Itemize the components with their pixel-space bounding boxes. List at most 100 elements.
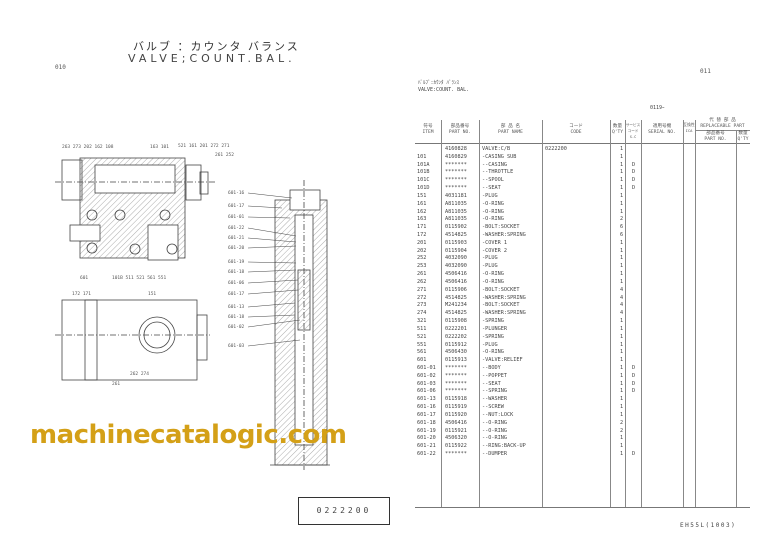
cell-name: -WASHER:SPRING <box>482 232 526 239</box>
cell-name: -BOLT:SOCKET <box>482 302 520 309</box>
cell-item: 601-21 <box>417 443 436 450</box>
cell-name: -O-RING <box>482 216 504 223</box>
cell-qty: 1 <box>620 435 624 442</box>
footer-model-code: EH55L(1003) <box>680 522 737 529</box>
cell-name: -O-RING <box>482 200 504 207</box>
cell-name: --O-RING <box>482 435 507 442</box>
cell-part-no: ******* <box>445 364 467 371</box>
subtitle-block: ﾊﾞﾙﾌﾞ:ｶｳﾝﾀ ﾊﾞﾗﾝｽ VALVE:COUNT. BAL. <box>418 80 469 94</box>
cell-part-no: 0115913 <box>445 357 467 364</box>
cell-qty: 1 <box>620 271 624 278</box>
cell-item: 601-01 <box>417 364 436 371</box>
cell-sc: D <box>632 169 636 176</box>
callout-label: 263 273 202 162 108 <box>62 145 114 150</box>
watermark: machinecatalogic.com <box>30 420 347 450</box>
cell-item: 521 <box>417 333 427 340</box>
cell-qty: 1 <box>620 388 624 395</box>
cell-part-no: M241234 <box>445 302 467 309</box>
cell-name: -BOLT:SOCKET <box>482 286 520 293</box>
group-code: 0119ｰ <box>650 105 665 111</box>
cell-qty: 1 <box>620 404 624 411</box>
cell-part-no: 0115903 <box>445 239 467 246</box>
cell-part-no: 4514825 <box>445 232 467 239</box>
cell-part-no: ******* <box>445 185 467 192</box>
callout-label: 601-03 <box>228 344 245 349</box>
cell-item: 601-22 <box>417 450 436 457</box>
cell-item: 601-06 <box>417 388 436 395</box>
column-divider <box>683 120 684 507</box>
cell-name: -COVER 2 <box>482 247 507 254</box>
cell-name: -O-RING <box>482 278 504 285</box>
cell-item: 271 <box>417 286 427 293</box>
cell-qty: 1 <box>620 357 624 364</box>
callout-label: 262 274 <box>130 372 149 377</box>
cell-name: --SEAT <box>482 185 501 192</box>
callout-label: 163 101 <box>150 145 169 150</box>
cell-part-no: 0115918 <box>445 396 467 403</box>
cell-qty: 1 <box>620 443 624 450</box>
column-divider <box>610 120 611 507</box>
cell-name: -PLUG <box>482 255 498 262</box>
cell-item: 601-18 <box>417 419 436 426</box>
column-divider <box>695 120 696 507</box>
cell-part-no: A811035 <box>445 200 467 207</box>
title-japanese: バルブ ：カウンタ バランス <box>133 40 300 53</box>
cell-qty: 1 <box>620 325 624 332</box>
cell-item: 601-03 <box>417 380 436 387</box>
cell-sc: D <box>632 364 636 371</box>
cell-name: -PLUG <box>482 192 498 199</box>
cell-name: --NUT:LOCK <box>482 411 514 418</box>
cell-item: 171 <box>417 224 427 231</box>
cell-name: --BODY <box>482 364 501 371</box>
table-header-rule <box>415 143 750 144</box>
cell-item: 262 <box>417 278 427 285</box>
callout-label: 601-13 <box>228 305 245 310</box>
cell-part-no: ******* <box>445 177 467 184</box>
cell-name: -CASING SUB <box>482 153 517 160</box>
cell-qty: 1 <box>620 372 624 379</box>
cell-qty: 1 <box>620 333 624 340</box>
cell-qty: 1 <box>620 396 624 403</box>
callout-label: 101B 511 521 561 551 <box>112 276 167 281</box>
cell-qty: 1 <box>620 185 624 192</box>
cell-item: 273 <box>417 302 427 309</box>
cell-part-no: 0115912 <box>445 341 467 348</box>
cell-name: --O-RING <box>482 427 507 434</box>
cell-qty: 1 <box>620 192 624 199</box>
subtitle-english: VALVE:COUNT. BAL. <box>418 87 470 93</box>
cell-name: --SPRING <box>482 388 507 395</box>
assembly-part-number-box: 0222200 <box>298 497 390 525</box>
column-divider <box>441 120 442 507</box>
cell-item: 601-19 <box>417 427 436 434</box>
cell-part-no: 4032090 <box>445 263 467 270</box>
column-divider <box>736 130 737 507</box>
callout-label: 601-01 <box>228 215 245 220</box>
cell-part-no: 0115908 <box>445 318 467 325</box>
column-divider <box>641 120 642 507</box>
cell-name: -PLUG <box>482 263 498 270</box>
cell-part-no: 0115904 <box>445 247 467 254</box>
cell-name: --THROTTLE <box>482 169 514 176</box>
cell-name: -SPRING <box>482 333 504 340</box>
cell-qty: 1 <box>620 146 624 152</box>
cell-part-no: 4506416 <box>445 419 467 426</box>
column-divider <box>542 120 543 507</box>
replaceable-sub-rule <box>695 130 750 131</box>
cell-qty: 1 <box>620 200 624 207</box>
cell-part-no: ******* <box>445 161 467 168</box>
cell-part-no: 4160828 <box>445 146 467 152</box>
cell-qty: 1 <box>620 239 624 246</box>
cell-item: 101C <box>417 177 430 184</box>
cell-qty: 1 <box>620 318 624 325</box>
cell-part-no: ******* <box>445 372 467 379</box>
cell-name: --RING:BACK-UP <box>482 443 526 450</box>
cell-qty: 1 <box>620 169 624 176</box>
cell-sc: D <box>632 388 636 395</box>
subtitle-kana: ﾊﾞﾙﾌﾞ:ｶｳﾝﾀ ﾊﾞﾗﾝｽ <box>418 80 460 86</box>
cell-name: -COVER 1 <box>482 239 507 246</box>
cell-item: 252 <box>417 255 427 262</box>
cell-item: 201 <box>417 239 427 246</box>
cell-item: 161 <box>417 200 427 207</box>
